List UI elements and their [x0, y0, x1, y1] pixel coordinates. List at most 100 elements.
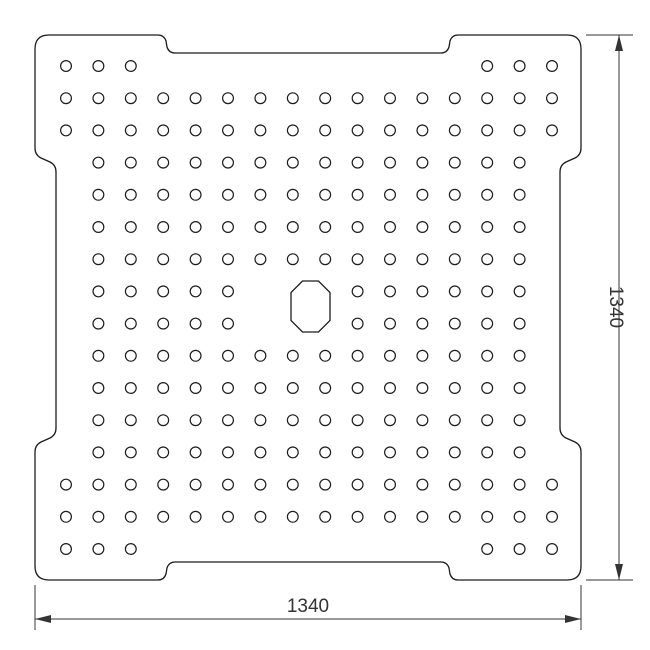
mounting-hole	[384, 124, 397, 137]
mounting-hole	[513, 510, 526, 523]
mounting-hole	[222, 349, 235, 362]
mounting-hole	[92, 446, 105, 459]
mounting-hole	[92, 59, 105, 72]
mounting-hole	[416, 285, 429, 298]
mounting-hole	[254, 446, 267, 459]
mounting-hole	[286, 124, 299, 137]
mounting-hole	[545, 124, 558, 137]
mounting-hole	[545, 478, 558, 491]
mounting-hole	[416, 478, 429, 491]
mounting-hole	[157, 253, 170, 266]
mounting-hole	[254, 188, 267, 201]
mounting-hole	[319, 478, 332, 491]
mounting-hole	[513, 188, 526, 201]
mounting-hole	[481, 446, 494, 459]
mounting-hole	[189, 382, 202, 395]
mounting-hole	[189, 156, 202, 169]
mounting-hole	[189, 285, 202, 298]
mounting-hole	[157, 92, 170, 105]
mounting-hole	[124, 542, 137, 555]
mounting-hole	[416, 382, 429, 395]
mounting-hole	[92, 253, 105, 266]
mounting-hole	[319, 221, 332, 234]
mounting-hole	[59, 124, 72, 137]
mounting-hole	[448, 446, 461, 459]
mounting-hole	[351, 188, 364, 201]
mounting-hole	[319, 124, 332, 137]
mounting-hole	[416, 221, 429, 234]
mounting-hole	[189, 317, 202, 330]
mounting-hole	[222, 285, 235, 298]
mounting-hole	[513, 285, 526, 298]
mounting-hole	[286, 253, 299, 266]
mounting-hole	[124, 156, 137, 169]
mounting-hole	[416, 510, 429, 523]
mounting-hole	[384, 285, 397, 298]
center-octagon-hole	[290, 280, 331, 333]
mounting-hole	[513, 542, 526, 555]
mounting-hole	[416, 414, 429, 427]
mounting-hole	[124, 188, 137, 201]
mounting-hole	[286, 92, 299, 105]
mounting-hole	[416, 253, 429, 266]
mounting-hole	[92, 382, 105, 395]
mounting-hole	[157, 188, 170, 201]
mounting-hole	[319, 414, 332, 427]
mounting-hole	[124, 92, 137, 105]
mounting-hole	[189, 188, 202, 201]
mounting-hole	[351, 382, 364, 395]
mounting-hole	[254, 349, 267, 362]
mounting-hole	[513, 221, 526, 234]
mounting-hole	[92, 92, 105, 105]
dimension-horizontal: 1340	[34, 585, 582, 630]
mounting-hole	[92, 510, 105, 523]
mounting-hole	[448, 156, 461, 169]
mounting-hole	[513, 317, 526, 330]
mounting-hole	[481, 349, 494, 362]
mounting-hole	[59, 510, 72, 523]
mounting-hole	[448, 478, 461, 491]
mounting-hole	[481, 382, 494, 395]
mounting-hole	[351, 285, 364, 298]
mounting-hole	[384, 92, 397, 105]
mounting-hole	[157, 414, 170, 427]
mounting-hole	[286, 188, 299, 201]
mounting-hole	[124, 124, 137, 137]
mounting-hole	[124, 253, 137, 266]
mounting-hole	[319, 92, 332, 105]
mounting-hole	[513, 414, 526, 427]
mounting-hole	[222, 382, 235, 395]
mounting-hole	[124, 285, 137, 298]
mounting-hole	[157, 124, 170, 137]
mounting-hole	[124, 414, 137, 427]
mounting-hole	[384, 446, 397, 459]
mounting-hole	[319, 188, 332, 201]
mounting-hole	[513, 156, 526, 169]
mounting-hole	[189, 349, 202, 362]
mounting-hole	[222, 92, 235, 105]
mounting-hole	[384, 188, 397, 201]
height-dimension-label: 1340	[605, 286, 626, 328]
mounting-hole	[384, 349, 397, 362]
mounting-hole	[92, 349, 105, 362]
mounting-hole	[448, 317, 461, 330]
mounting-hole	[92, 478, 105, 491]
mounting-hole	[222, 253, 235, 266]
mounting-hole	[59, 478, 72, 491]
mounting-hole	[286, 446, 299, 459]
mounting-hole	[222, 317, 235, 330]
mounting-hole	[124, 446, 137, 459]
mounting-hole	[157, 285, 170, 298]
mounting-hole	[222, 188, 235, 201]
mounting-hole	[59, 542, 72, 555]
mounting-hole	[384, 510, 397, 523]
mounting-hole	[351, 156, 364, 169]
mounting-hole	[157, 446, 170, 459]
mounting-hole	[92, 221, 105, 234]
mounting-hole	[481, 124, 494, 137]
mounting-hole	[92, 124, 105, 137]
mounting-hole	[254, 414, 267, 427]
mounting-hole	[384, 478, 397, 491]
mounting-hole	[124, 478, 137, 491]
